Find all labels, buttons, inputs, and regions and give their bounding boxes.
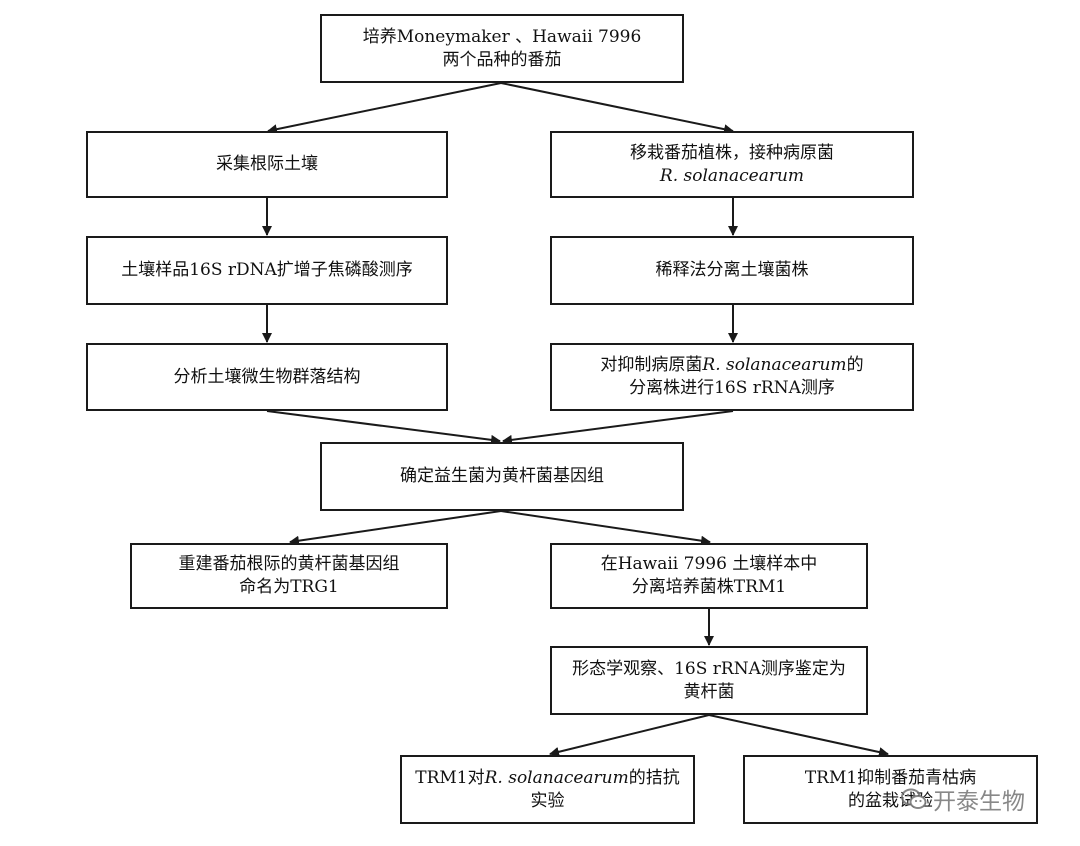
node-antagonism-line1-suffix: 的拮抗: [628, 767, 680, 788]
node-isolate-trm1: 在Hawaii 7996 土壤样本中 分离培养菌株TRM1: [550, 543, 868, 609]
node-dilution-isolation: 稀释法分离土壤菌株: [550, 236, 914, 305]
node-culture-tomato-line2: 两个品种的番茄: [442, 49, 562, 70]
node-collect-rhizosphere-text: 采集根际土壤: [216, 154, 318, 174]
node-isolate-16s-sequencing-line2: 分离株进行16S rRNA测序: [629, 378, 835, 398]
node-community-structure: 分析土壤微生物群落结构: [86, 343, 448, 411]
watermark: 开泰生物: [900, 782, 1025, 816]
node-antagonism-assay-line2: 实验: [530, 790, 565, 811]
node-isolate-16s-sequencing-line1: 对抑制病原菌R. solanacearum的: [600, 354, 863, 377]
node-isolate-16s-line1-prefix: 对抑制病原菌: [600, 355, 703, 375]
node-reconstruct-genome-line2: 命名为TRG1: [239, 577, 339, 597]
wechat-icon: [901, 788, 927, 809]
arrow-top-to-transplant: [500, 82, 734, 135]
node-transplant-inoculate: 移栽番茄植株，接种病原菌 R. solanacearum: [550, 131, 914, 198]
node-transplant-inoculate-line2: R. solanacearum: [659, 165, 805, 186]
arrow-16s-to-merge: [502, 410, 734, 445]
arrow-merge-to-genome: [289, 510, 502, 546]
node-dilution-isolation-text: 稀释法分离土壤菌株: [655, 260, 809, 280]
node-culture-tomato: 培养Moneymaker 、Hawaii 7996 两个品种的番茄: [320, 14, 684, 83]
node-identify-trm1-line2: 黄杆菌: [683, 681, 735, 702]
node-isolate-16s-line1-suffix: 的: [846, 355, 864, 375]
arrow-identify-to-pot: [708, 714, 889, 757]
node-culture-tomato-line1: 培养Moneymaker 、Hawaii 7996: [362, 26, 642, 47]
node-amplicon-sequencing-text: 土壤样品16S rDNA扩增子焦磷酸测序: [121, 260, 413, 280]
node-identify-trm1-line1: 形态学观察、16S rRNA测序鉴定为: [572, 658, 846, 679]
node-reconstruct-genome: 重建番茄根际的黄杆菌基因组 命名为TRG1: [130, 543, 448, 609]
node-isolate-trm1-line2: 分离培养菌株TRM1: [631, 577, 787, 597]
node-amplicon-sequencing: 土壤样品16S rDNA扩增子焦磷酸测序: [86, 236, 448, 305]
arrow-top-to-collect: [267, 82, 502, 135]
watermark-text: 开泰生物: [933, 789, 1025, 815]
node-isolate-16s-line1-species: R. solanacearum: [702, 355, 847, 375]
node-isolate-trm1-line1: 在Hawaii 7996 土壤样本中: [600, 554, 818, 574]
node-isolate-16s-sequencing: 对抑制病原菌R. solanacearum的 分离株进行16S rRNA测序: [550, 343, 914, 411]
node-antagonism-assay-line1: TRM1对R. solanacearum的拮抗: [415, 767, 680, 790]
arrow-community-to-merge: [266, 410, 501, 445]
node-antagonism-line1-prefix: TRM1对: [415, 767, 485, 788]
node-identify-trm1: 形态学观察、16S rRNA测序鉴定为 黄杆菌: [550, 646, 868, 715]
arrow-merge-to-isolate: [500, 510, 711, 546]
node-antagonism-assay: TRM1对R. solanacearum的拮抗 实验: [400, 755, 695, 824]
arrow-identify-to-antagonism: [549, 714, 710, 757]
node-collect-rhizosphere: 采集根际土壤: [86, 131, 448, 198]
node-confirm-flavobacterium-text: 确定益生菌为黄杆菌基因组: [400, 466, 604, 486]
node-pot-trial-line1: TRM1抑制番茄青枯病: [804, 767, 977, 788]
node-transplant-inoculate-line1: 移栽番茄植株，接种病原菌: [630, 142, 834, 163]
node-community-structure-text: 分析土壤微生物群落结构: [173, 366, 361, 387]
node-antagonism-line1-species: R. solanacearum: [484, 767, 629, 788]
node-reconstruct-genome-line1: 重建番茄根际的黄杆菌基因组: [178, 554, 400, 574]
node-confirm-flavobacterium: 确定益生菌为黄杆菌基因组: [320, 442, 684, 511]
